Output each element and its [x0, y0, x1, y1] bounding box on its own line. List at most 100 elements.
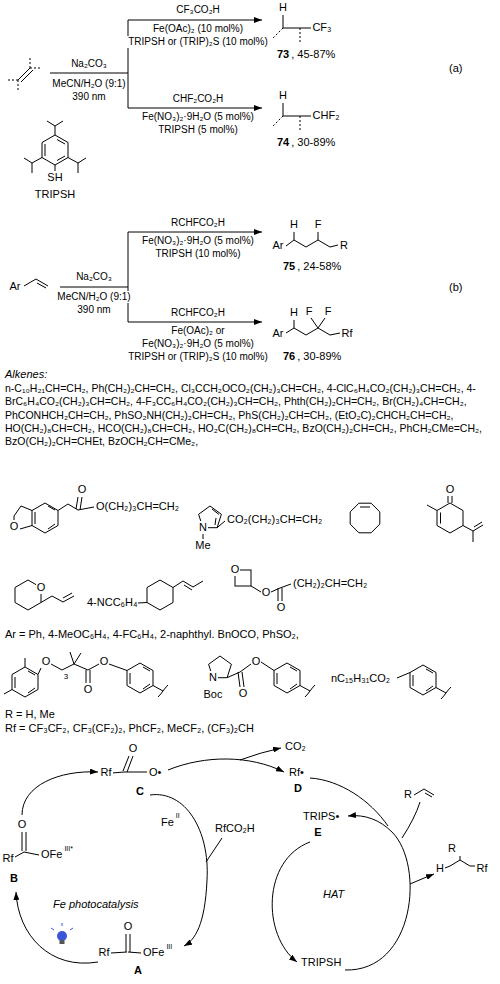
reagent: TRIPSH (5 mol%) — [157, 124, 238, 136]
part-label: (a) — [448, 62, 463, 75]
atom-label: Rf — [98, 946, 111, 959]
atom-label: OFe — [40, 848, 63, 861]
atom-label: CF₃ — [311, 21, 332, 34]
species-label: Rf• — [288, 766, 305, 779]
definition: Rf = CF₃CF₂, CF₃(CF₂)₂, PhCF₂, MeCF₂, (C… — [4, 722, 255, 735]
species-label: TRIPS• — [302, 810, 340, 823]
reagent: Fe(OAc)₂ or — [170, 325, 225, 337]
atom-label: R — [403, 788, 413, 801]
atom-label: O — [83, 683, 94, 696]
reagent: MeCN/H₂O (9:1) — [51, 78, 126, 90]
atom-label: R — [339, 239, 349, 252]
atom-label: H — [289, 218, 299, 231]
part-label: (b) — [448, 281, 463, 294]
atom-label: F — [314, 218, 323, 231]
species-label: B — [9, 872, 19, 885]
reagent: Na₂CO₃ — [75, 271, 113, 283]
atom-label: O — [77, 483, 88, 496]
reagent: 390 nm — [76, 304, 111, 316]
compound-number: 73 — [276, 48, 290, 61]
reagent: RCHFCO₂H — [170, 217, 226, 229]
atom-label: O — [99, 655, 110, 668]
cycle-label: HAT — [322, 888, 345, 901]
reagent: MeCN/H₂O (9:1) — [56, 291, 131, 303]
reagent: RCHFCO₂H — [170, 307, 226, 319]
atom-label: (CH₂)₂CH=CH₂ — [292, 577, 368, 590]
atom-label: OFe — [142, 946, 165, 959]
atom-label: Rf — [476, 862, 489, 875]
species-label: E — [313, 826, 322, 839]
species-label: C — [135, 785, 145, 798]
atom-label: Boc — [203, 688, 224, 701]
reagent: Fe(NO₃)₂·9H₂O (5 mol%) — [141, 338, 255, 350]
atom-label: SH — [46, 171, 63, 184]
atom-label: Ar — [9, 280, 22, 293]
light-bulb — [51, 923, 73, 944]
atom-label: H — [278, 1, 288, 14]
atom-label: O — [230, 563, 241, 576]
species-label: CO₂ — [284, 740, 307, 753]
yield-text: , 30-89% — [290, 136, 336, 149]
reagent: Fe(NO₃)₂·9H₂O (5 mol%) — [141, 111, 255, 123]
reagent: CF₃CO₂H — [175, 4, 221, 16]
atom-label: 3 — [63, 672, 69, 682]
atom-label: F — [324, 305, 333, 318]
reagent: CHF₂CO₂H — [172, 93, 225, 105]
atom-label: F — [305, 305, 314, 318]
definition: R = H, Me — [4, 708, 56, 721]
atom-label: H — [289, 306, 299, 319]
atom-label: O — [251, 655, 262, 668]
reagent: TRIPSH (10 mol%) — [154, 248, 241, 260]
atom-label: O — [238, 687, 249, 700]
atom-label: N — [208, 671, 218, 684]
species-label: RfCO₂H — [214, 822, 256, 835]
atom-label: O — [445, 483, 456, 496]
yield-text: , 30-89% — [296, 350, 342, 363]
atom-label: Me — [194, 539, 211, 552]
atom-label: H — [435, 862, 445, 875]
atom-label: R — [447, 842, 457, 855]
atom-label: O(CH₂)₃CH=CH₂ — [95, 500, 180, 513]
species-label: II — [175, 812, 181, 820]
substrate-list: n-C₁₀H₂₁CH=CH₂, Ph(CH₂)₂CH=CH₂, Cl₃CCH₂O… — [4, 382, 496, 449]
compound-number: 76 — [282, 350, 296, 363]
atom-label: Rf — [341, 327, 354, 340]
atom-label: N — [198, 521, 208, 534]
atom-label: O — [128, 742, 139, 755]
reagent: Fe(NO₃)₂·9H₂O (5 mol%) — [141, 235, 255, 247]
reagent: TRIPSH or (TRIP)₂S (10 mol%) — [127, 351, 268, 363]
part-label: Alkenes: — [4, 368, 48, 381]
reagent: Fe(OAc)₂ (10 mol%) — [152, 23, 244, 35]
atom-label: Rf — [100, 766, 113, 779]
atom-label: nC₁₅H₃₁CO₂ — [330, 672, 391, 685]
cycle-label: Fe photocatalysis — [52, 898, 140, 911]
species-label: A — [133, 964, 143, 977]
reagent: TRIPSH or (TRIP)₂S (10 mol%) — [127, 36, 268, 48]
atom-label: O — [17, 818, 28, 831]
atom-label: O — [276, 601, 287, 614]
atom-label: Ar — [272, 327, 285, 340]
atom-label: CO₂(CH₂)₃CH=CH₂ — [226, 513, 323, 526]
species-label: Fe — [160, 816, 175, 829]
reagent: Na₂CO₃ — [70, 58, 108, 70]
reagent: 390 nm — [71, 91, 106, 103]
definition: Ar = Ph, 4-MeOC₆H₄, 4-FC₆H₄, 2-naphthyl.… — [4, 628, 300, 641]
atom-label: 4-NCC₆H₄ — [86, 596, 138, 609]
compound-number: 74 — [276, 136, 290, 149]
species-label: D — [293, 782, 303, 795]
yield-text: , 24-58% — [296, 260, 342, 273]
atom-label: O — [9, 520, 20, 533]
atom-label: O• — [148, 766, 162, 779]
atom-label: O — [261, 586, 272, 599]
atom-label: CHF₂ — [312, 109, 341, 122]
species-label: TRIPSH — [300, 956, 342, 969]
atom-label: Ar — [272, 239, 285, 252]
atom-label: O — [123, 920, 134, 933]
atom-label: Rf — [2, 852, 15, 865]
atom-label: O — [36, 581, 47, 594]
atom-label: III* — [63, 845, 74, 853]
compound-number: 75 — [282, 260, 296, 273]
yield-text: , 45-87% — [290, 48, 336, 61]
